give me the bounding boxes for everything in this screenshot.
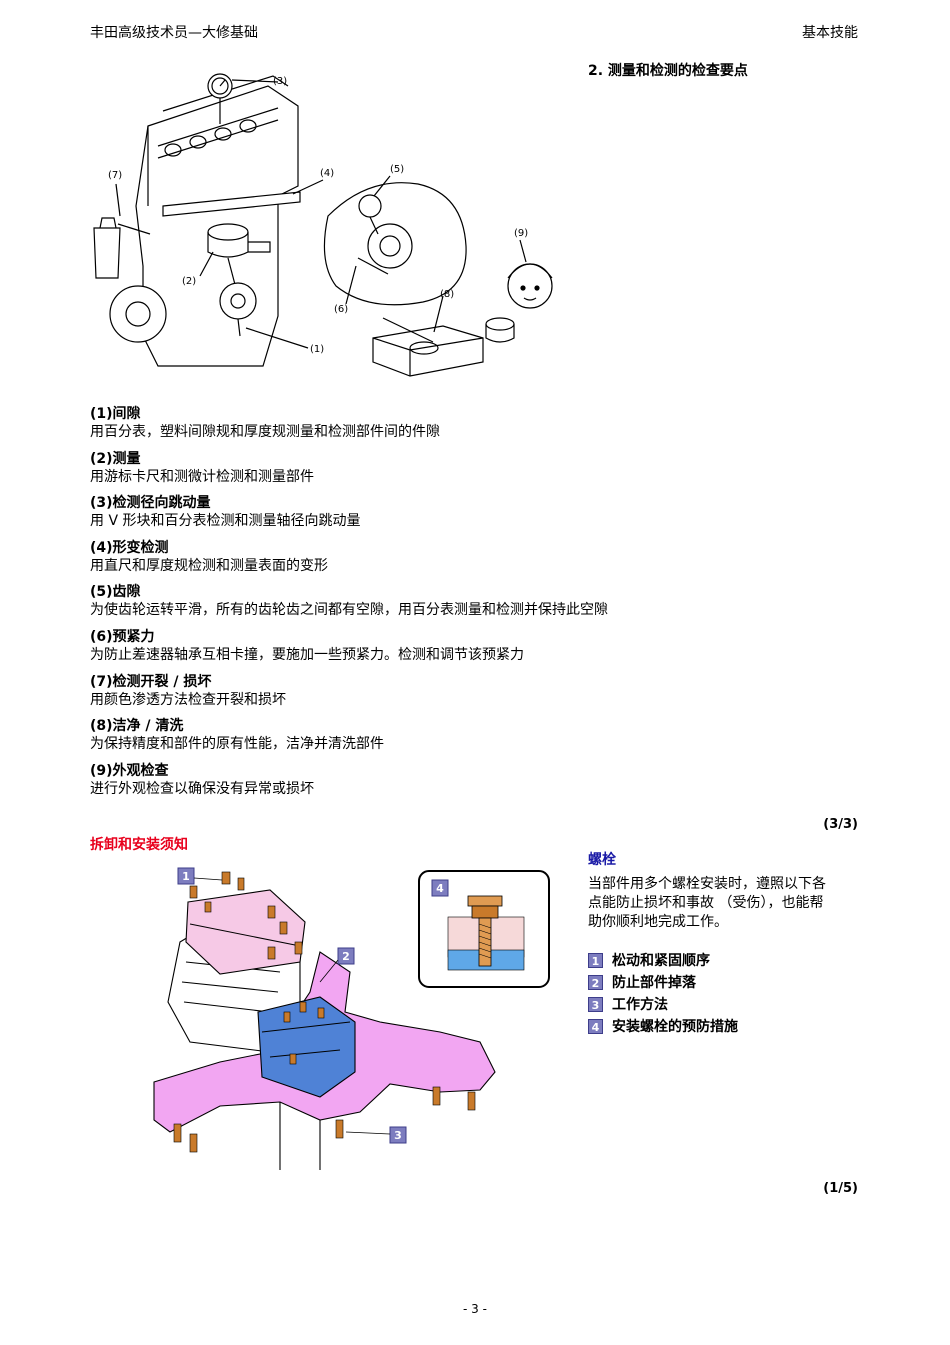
header-right-title: 基本技能 bbox=[802, 25, 858, 41]
callout-3: (3) bbox=[273, 76, 287, 87]
bolt-step-3: 3 工作方法 bbox=[588, 995, 738, 1013]
item-description: 用百分表，塑料间隙规和厚度规测量和检测部件间的件隙 bbox=[90, 424, 440, 440]
item-heading: (8)洁净 / 清洗 bbox=[90, 718, 184, 734]
item-heading: (9)外观检查 bbox=[90, 763, 169, 779]
inspection-item-7: (7)检测开裂 / 损坏 用颜色渗透方法检查开裂和损坏 bbox=[90, 673, 286, 709]
item-description: 用游标卡尺和测微计检测和测量部件 bbox=[90, 469, 314, 485]
bolt-step-2: 2 防止部件掉落 bbox=[588, 973, 738, 991]
item-description: 为防止差速器轴承互相卡撞，要施加一些预紧力。检测和调节该预紧力 bbox=[90, 647, 524, 663]
item-heading: (6)预紧力 bbox=[90, 629, 155, 645]
inspection-item-4: (4)形变检测 用直尺和厚度规检测和测量表面的变形 bbox=[90, 539, 328, 575]
step-number-badge: 3 bbox=[588, 996, 603, 1012]
bolt-inset-figure: 4 bbox=[418, 870, 550, 988]
inspection-item-3: (3)检测径向跳动量 用 V 形块和百分表检测和测量轴径向跳动量 bbox=[90, 494, 360, 530]
section-title-removal: 拆卸和安装须知 bbox=[90, 837, 188, 853]
callout-7: (7) bbox=[108, 170, 122, 181]
step-number-badge: 2 bbox=[588, 974, 603, 990]
figure-badge-2: 2 bbox=[342, 950, 350, 963]
step-label: 工作方法 bbox=[612, 997, 668, 1013]
item-heading: (4)形变检测 bbox=[90, 540, 169, 556]
figure-badge-4: 4 bbox=[436, 882, 444, 895]
inspection-item-9: (9)外观检查 进行外观检查以确保没有异常或损坏 bbox=[90, 762, 314, 798]
step-label: 松动和紧固顺序 bbox=[612, 953, 710, 969]
item-description: 用直尺和厚度规检测和测量表面的变形 bbox=[90, 558, 328, 574]
callout-5: (5) bbox=[390, 164, 404, 175]
bolt-step-1: 1 松动和紧固顺序 bbox=[588, 951, 738, 969]
paragraph-line: 当部件用多个螺栓安装时，遵照以下各 bbox=[588, 876, 826, 892]
item-heading: (3)检测径向跳动量 bbox=[90, 495, 211, 511]
callout-1: (1) bbox=[310, 344, 324, 355]
item-description: 进行外观检查以确保没有异常或损坏 bbox=[90, 781, 314, 797]
item-description: 为保持精度和部件的原有性能，洁净并清洗部件 bbox=[90, 736, 384, 752]
item-description: 为使齿轮运转平滑，所有的齿轮齿之间都有空隙，用百分表测量和检测并保持此空隙 bbox=[90, 602, 608, 618]
paragraph-line: 助你顺利地完成工作。 bbox=[588, 914, 728, 930]
page-number: - 3 - bbox=[463, 1302, 487, 1316]
item-heading: (1)间隙 bbox=[90, 406, 141, 422]
engine-inspection-figure: (3) (7) (4) (5) (9) (2) (8) (6) (1) bbox=[93, 73, 553, 377]
figure-badge-1: 1 bbox=[182, 870, 190, 883]
figure-badge-3: 3 bbox=[394, 1129, 402, 1142]
step-label: 安装螺栓的预防措施 bbox=[612, 1019, 738, 1035]
step-number-badge: 1 bbox=[588, 952, 603, 968]
item-description: 用 V 形块和百分表检测和测量轴径向跳动量 bbox=[90, 513, 361, 529]
callout-4: (4) bbox=[320, 168, 334, 179]
inspection-item-1: (1)间隙 用百分表，塑料间隙规和厚度规测量和检测部件间的件隙 bbox=[90, 405, 440, 441]
page-indicator-section1: (3/3) bbox=[823, 817, 858, 832]
callout-9: (9) bbox=[514, 228, 528, 239]
inspection-item-2: (2)测量 用游标卡尺和测微计检测和测量部件 bbox=[90, 450, 314, 486]
callout-2: (2) bbox=[182, 276, 196, 287]
paragraph-line: 点能防止损坏和事故 （受伤），也能帮 bbox=[588, 895, 824, 911]
bolts-paragraph: 当部件用多个螺栓安装时，遵照以下各 点能防止损坏和事故 （受伤），也能帮 助你顺… bbox=[588, 875, 826, 932]
inspection-item-6: (6)预紧力 为防止差速器轴承互相卡撞，要施加一些预紧力。检测和调节该预紧力 bbox=[90, 628, 524, 664]
step-number-badge: 4 bbox=[588, 1018, 603, 1034]
subsection-title-bolts: 螺栓 bbox=[588, 852, 616, 868]
step-label: 防止部件掉落 bbox=[612, 975, 696, 991]
item-heading: (7)检测开裂 / 损坏 bbox=[90, 674, 212, 690]
callout-8: (8) bbox=[440, 289, 454, 300]
callout-6: (6) bbox=[334, 304, 348, 315]
inspection-item-5: (5)齿隙 为使齿轮运转平滑，所有的齿轮齿之间都有空隙，用百分表测量和检测并保持… bbox=[90, 583, 608, 619]
item-heading: (2)测量 bbox=[90, 451, 141, 467]
inspection-item-8: (8)洁净 / 清洗 为保持精度和部件的原有性能，洁净并清洗部件 bbox=[90, 717, 384, 753]
page-indicator-section2: (1/5) bbox=[823, 1181, 858, 1196]
bolt-step-4: 4 安装螺栓的预防措施 bbox=[588, 1017, 738, 1035]
item-heading: (5)齿隙 bbox=[90, 584, 141, 600]
section-title-inspection: 2. 测量和检测的检查要点 bbox=[588, 63, 748, 79]
bolt-steps-list: 1 松动和紧固顺序 2 防止部件掉落 3 工作方法 4 安装螺栓的预防措施 bbox=[588, 951, 738, 1035]
bolt-installation-figure: 1 2 3 bbox=[153, 867, 496, 1170]
header-left-title: 丰田高级技术员—大修基础 bbox=[90, 25, 258, 41]
item-description: 用颜色渗透方法检查开裂和损坏 bbox=[90, 692, 286, 708]
